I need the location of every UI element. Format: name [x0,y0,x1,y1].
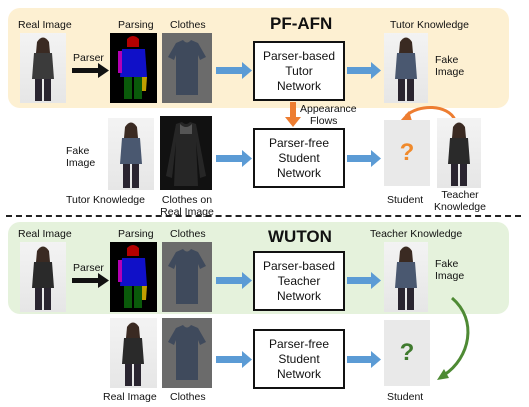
box-line-3: Network [276,165,321,180]
pfafn-parsing-map [110,33,157,103]
label-line: Fake [435,258,459,270]
pfafn-teacher-knowledge-image [437,118,481,188]
wuton-clothes-bottom-label: Clothes [170,391,206,403]
pfafn-parsing-label: Parsing [118,19,154,31]
wuton-real-image [20,242,66,312]
appearance-flows-arrow [285,102,301,127]
pfafn-clothes-on-real-image [160,116,212,190]
pfafn-fake-image-right-label: Fake Image [435,54,464,78]
question-mark-icon: ? [399,339,415,366]
box-line-1: Parser-based [262,258,336,273]
label-line: Image [66,157,96,169]
pfafn-clothes-to-student-arrow [216,150,252,167]
wuton-teacher-knowledge-label: Teacher Knowledge [370,228,463,240]
parser-free-student-network-pfafn: Parser-free Student Network [253,128,345,188]
box-line-2: Student [278,351,320,366]
pfafn-clothes-label: Clothes [170,19,206,31]
wuton-clothes-to-teacher-arrow [216,272,252,289]
parser-free-student-network-wuton: Parser-free Student Network [253,329,345,389]
label-line: Image [435,270,465,282]
pfafn-tutor-fake-image [108,118,154,190]
wuton-student-to-output-arrow [347,351,381,368]
wuton-teacher-to-fake-arrow [347,272,381,289]
box-line-1: Parser-free [268,135,330,150]
wuton-parser-label: Parser [73,262,104,274]
wuton-title: WUTON [268,227,332,246]
pfafn-tutor-knowledge-bottom-label: Tutor Knowledge [66,194,145,206]
person-figure-icon [395,246,417,310]
person-figure-icon [448,122,470,186]
label-line: Real Image [160,206,214,218]
box-line-3: Network [276,78,321,93]
pfafn-clothes-on-real-label: Clothes on Real Image [158,194,216,218]
parser-based-tutor-network: Parser-based Tutor Network [253,41,345,101]
long-sleeve-top-icon [166,122,206,186]
box-line-3: Network [276,288,321,303]
person-figure-icon [32,37,54,101]
pfafn-parser-label: Parser [73,52,104,64]
person-figure-icon [32,246,54,310]
wuton-parser-arrow [72,273,109,288]
wuton-parsing-map [110,242,157,312]
pfafn-student-label: Student [387,194,424,206]
pfafn-teacher-knowledge-label: Teacher Knowledge [431,189,489,213]
wuton-clothes-label: Clothes [170,228,206,240]
label-line: Fake [435,54,459,66]
label-line: Appearance [300,103,357,115]
wuton-student-label: Student [387,391,424,403]
pfafn-title: PF-AFN [270,14,333,33]
wuton-student-clothes-image [162,318,212,388]
tshirt-icon [168,40,206,95]
pfafn-student-output: ? [384,120,430,186]
wuton-supervision-curve-arrow [437,296,470,380]
parser-based-teacher-network: Parser-based Teacher Network [253,251,345,311]
wuton-fake-image-label: Fake Image [435,258,464,282]
pfafn-parser-arrow [72,63,109,78]
label-line: Flows [310,115,338,127]
tshirt-icon [168,325,206,380]
wuton-clothes-image [162,242,212,312]
pfafn-tutor-to-fake-arrow [347,62,381,79]
box-line-2: Tutor [285,63,313,78]
wuton-parsing-label: Parsing [118,228,154,240]
tshirt-icon [168,249,206,304]
label-line: Clothes on [161,194,213,206]
pfafn-fake-image-left-label: Fake Image [66,145,95,169]
parsing-segmentation-icon [118,36,147,99]
person-figure-icon [395,37,417,101]
pfafn-fake-image [384,33,428,103]
pfafn-real-image [20,33,66,103]
label-line: Image [435,66,465,78]
box-line-2: Student [278,150,320,165]
pfafn-tutor-knowledge-top-label: Tutor Knowledge [390,19,469,31]
pfafn-student-to-output-arrow [347,150,381,167]
label-line: Knowledge [434,201,486,213]
appearance-flows-label: Appearance Flows [300,103,357,127]
wuton-fake-image [384,242,428,312]
box-line-2: Teacher [277,273,321,288]
wuton-clothes-to-student-arrow [216,351,252,368]
wuton-real-image-label: Real Image [18,228,72,240]
person-figure-icon [122,322,144,386]
question-mark-icon: ? [399,139,415,166]
box-line-1: Parser-free [268,336,330,351]
parsing-segmentation-icon [118,245,147,308]
label-line: Fake [66,145,90,157]
box-line-1: Parser-based [262,48,336,63]
pfafn-real-image-label: Real Image [18,19,72,31]
person-figure-icon [120,122,142,188]
wuton-real-image-bottom-label: Real Image [103,391,157,403]
wuton-student-real-image [110,318,157,388]
pfafn-clothes-to-tutor-arrow [216,62,252,79]
label-line: Teacher [441,189,479,201]
section-divider [6,215,521,217]
wuton-student-output: ? [384,320,430,386]
teacher-knowledge-curve-arrow [400,105,457,121]
box-line-3: Network [276,366,321,381]
pfafn-clothes-image [162,33,212,103]
